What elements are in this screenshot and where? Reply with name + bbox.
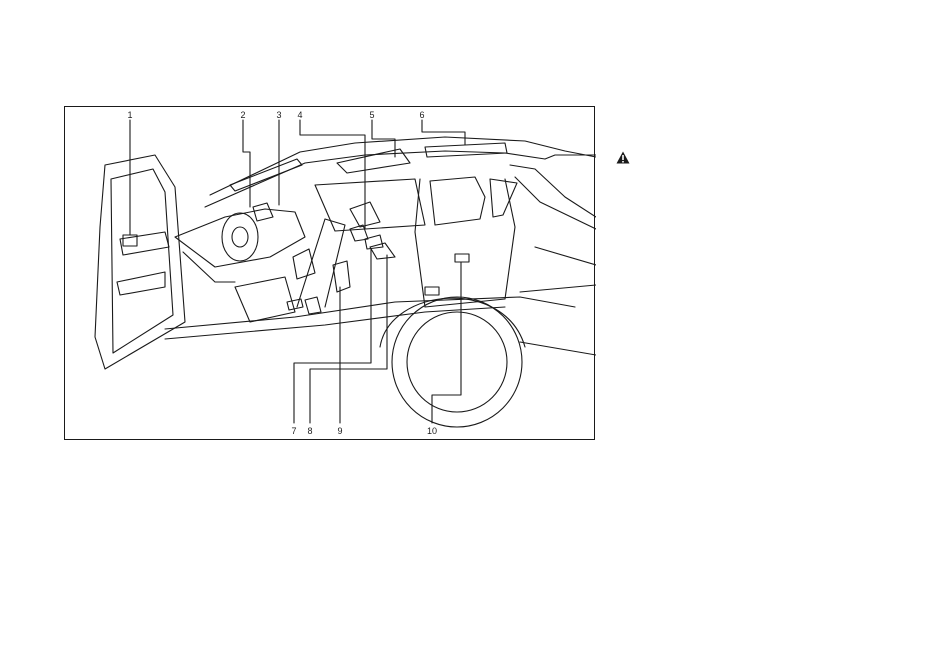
rear-wheel <box>391 296 523 428</box>
callout-5: 5 <box>369 110 374 120</box>
vehicle-illustration: 1 2 3 4 5 6 7 8 9 10 <box>94 110 596 436</box>
module-4 <box>292 248 316 280</box>
callout-8: 8 <box>307 426 312 436</box>
steering-wheel <box>221 212 259 262</box>
module-rear <box>454 253 470 263</box>
rear-window <box>429 176 486 226</box>
quarter-window <box>489 178 518 218</box>
callout-6: 6 <box>419 110 424 120</box>
module-sensor-b <box>364 234 384 250</box>
module-sensor-a <box>349 224 369 242</box>
callout-10: 10 <box>427 426 437 436</box>
curtain-airbag-rear <box>336 148 411 174</box>
wheel-arch <box>379 297 526 348</box>
callout-1: 1 <box>127 110 132 120</box>
airbag-location-diagram: 1 2 3 4 5 6 7 8 9 10 <box>64 106 596 440</box>
callout-7: 7 <box>291 426 296 436</box>
callout-2: 2 <box>240 110 245 120</box>
body-side <box>164 296 576 330</box>
curtain-airbag-front <box>229 158 303 192</box>
rear-body <box>509 164 596 218</box>
module-9 <box>332 260 351 293</box>
module-7 <box>286 298 304 311</box>
callout-9: 9 <box>337 426 342 436</box>
roof-rail <box>209 136 596 196</box>
door-window <box>314 178 426 232</box>
rear-cabin <box>544 154 596 160</box>
warning-triangle-icon <box>616 151 630 164</box>
callout-3: 3 <box>276 110 281 120</box>
module-10 <box>424 286 440 296</box>
module-sensor-c <box>369 242 396 260</box>
dashboard <box>174 208 306 268</box>
callout-4: 4 <box>297 110 302 120</box>
front-door-open <box>94 154 186 370</box>
module-2 <box>252 202 274 222</box>
module-8 <box>304 296 322 315</box>
front-seat <box>234 276 296 323</box>
rear-door <box>414 178 516 308</box>
